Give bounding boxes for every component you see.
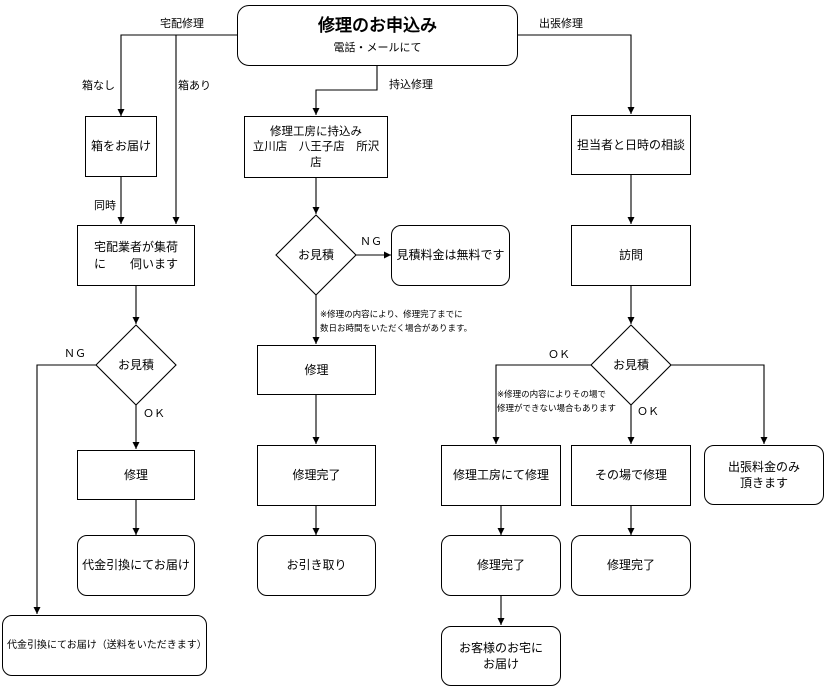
estimate-center-label: お見積 xyxy=(297,248,334,262)
edge-home-delivery xyxy=(117,34,237,116)
onsite-fee-only-node: 出張料金のみ 頂きます xyxy=(704,445,824,505)
edge-onsite xyxy=(518,34,635,114)
cod-delivery-node: 代金引換にてお届け xyxy=(77,535,195,596)
repair-at-workshop-node: 修理工房にて修理 xyxy=(441,445,561,506)
estimate-free-node: 見積料金は無料です xyxy=(391,225,510,286)
edge-estimate-workshop xyxy=(492,364,591,444)
deliver-to-home-node: お客様のお宅に お届け xyxy=(441,626,561,686)
title-node: 修理のお申込み 電話・メールにて xyxy=(237,5,518,66)
decision-diamond-center xyxy=(275,214,357,296)
label-carry-in: 持込修理 xyxy=(389,78,433,91)
repair-done-onsite-node: 修理完了 xyxy=(571,535,691,596)
note-right: ※修理の内容によりその場で 修理ができない場合もあります xyxy=(497,390,617,414)
pickup-node: 宅配業者が集荷 に 伺います xyxy=(77,225,195,286)
estimate-left-label: お見積 xyxy=(117,358,154,372)
repair-done-center-node: 修理完了 xyxy=(257,445,376,506)
decision-diamond-right xyxy=(590,324,672,406)
label-ok-left: ＯＫ xyxy=(143,407,165,420)
repair-onsite-node: その場で修理 xyxy=(571,445,691,506)
decision-diamond-left xyxy=(95,324,177,406)
label-onsite: 出張修理 xyxy=(539,17,583,30)
estimate-right-label: お見積 xyxy=(612,358,649,372)
box-delivery-node: 箱をお届け xyxy=(85,116,157,177)
repair-center-node: 修理 xyxy=(257,345,376,395)
visit-node: 訪問 xyxy=(571,225,691,286)
label-simultaneous: 同時 xyxy=(94,199,116,212)
label-ng-center: ＮＧ xyxy=(360,235,382,248)
repair-done-right-node: 修理完了 xyxy=(441,535,561,596)
label-no-box: 箱なし xyxy=(82,79,115,92)
bring-to-workshop-node: 修理工房に持込み 立川店 八王子店 所沢 店 xyxy=(244,116,388,178)
schedule-consult-node: 担当者と日時の相談 xyxy=(571,115,691,175)
note-center: ※修理の内容により、修理完了までに 数日お時間をいただく場合があります。 xyxy=(320,310,473,334)
edge-estimate-fee xyxy=(671,364,768,444)
label-ng-left: ＮＧ xyxy=(64,347,86,360)
label-ok-right-down: ＯＫ xyxy=(637,405,659,418)
edge-carry-in xyxy=(312,66,378,115)
pickup-by-customer-node: お引き取り xyxy=(257,535,376,596)
label-with-box: 箱あり xyxy=(178,79,211,92)
label-ok-right-left: ＯＫ xyxy=(548,348,570,361)
edge-estimate-ng xyxy=(33,364,96,614)
title-main: 修理のお申込み xyxy=(318,16,437,37)
label-home-delivery: 宅配修理 xyxy=(160,17,204,30)
title-sub: 電話・メールにて xyxy=(333,41,422,55)
repair-left-node: 修理 xyxy=(77,450,195,500)
cod-delivery-shipping-node: 代金引換にてお届け（送料をいただきます） xyxy=(2,615,207,676)
